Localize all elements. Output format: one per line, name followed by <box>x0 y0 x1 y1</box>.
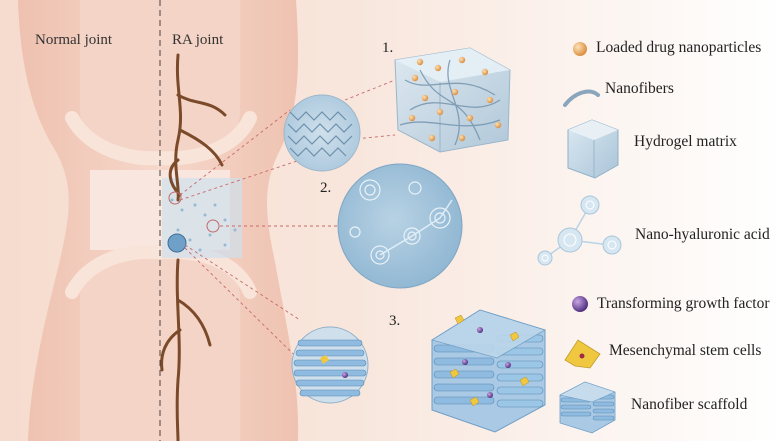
upper-cartilage <box>65 111 257 166</box>
legend-drug-nanoparticles: Loaded drug nanoparticles <box>596 39 762 56</box>
upper-vessels <box>168 53 227 202</box>
panel-2-hyaluronic-circle <box>337 163 463 289</box>
marker-2 <box>206 219 220 233</box>
marker-1 <box>168 191 182 205</box>
normal-joint-label: Normal joint <box>35 32 113 48</box>
panel-1-number: 1. <box>382 40 394 56</box>
legend-tgf: Transforming growth factor <box>597 295 770 312</box>
nanofiber-scaffold-icon <box>559 381 616 434</box>
legend-icons <box>537 42 622 434</box>
marker-3-scaffold <box>167 233 187 253</box>
panel-3-scaffold-circle <box>291 326 369 404</box>
legend-hyaluronic: Nano-hyaluronic acid <box>635 226 770 243</box>
panel-3-number: 3. <box>389 313 401 329</box>
panel-3-scaffold-block <box>431 309 546 433</box>
legend-nanofibers: Nanofibers <box>605 80 674 97</box>
hydrogel-cube-icon <box>567 119 619 179</box>
hyaluronic-acid-icon <box>537 195 622 266</box>
nanofiber-icon <box>563 89 600 107</box>
ra-joint-label: RA joint <box>172 32 224 48</box>
legend-scaffold: Nanofiber scaffold <box>631 396 748 413</box>
panel-1-mesh-circle <box>283 94 361 172</box>
legend-msc: Mesenchymal stem cells <box>609 342 762 359</box>
panel-2-number: 2. <box>320 180 332 196</box>
panel-1-hydrogel-cube <box>394 47 511 153</box>
drug-nanoparticle-icon <box>573 42 587 56</box>
msc-icon <box>564 339 601 369</box>
lower-vessels <box>160 258 212 441</box>
joint-illustration <box>18 0 299 441</box>
tgf-icon <box>572 296 588 312</box>
legend-hydrogel: Hydrogel matrix <box>634 133 737 150</box>
